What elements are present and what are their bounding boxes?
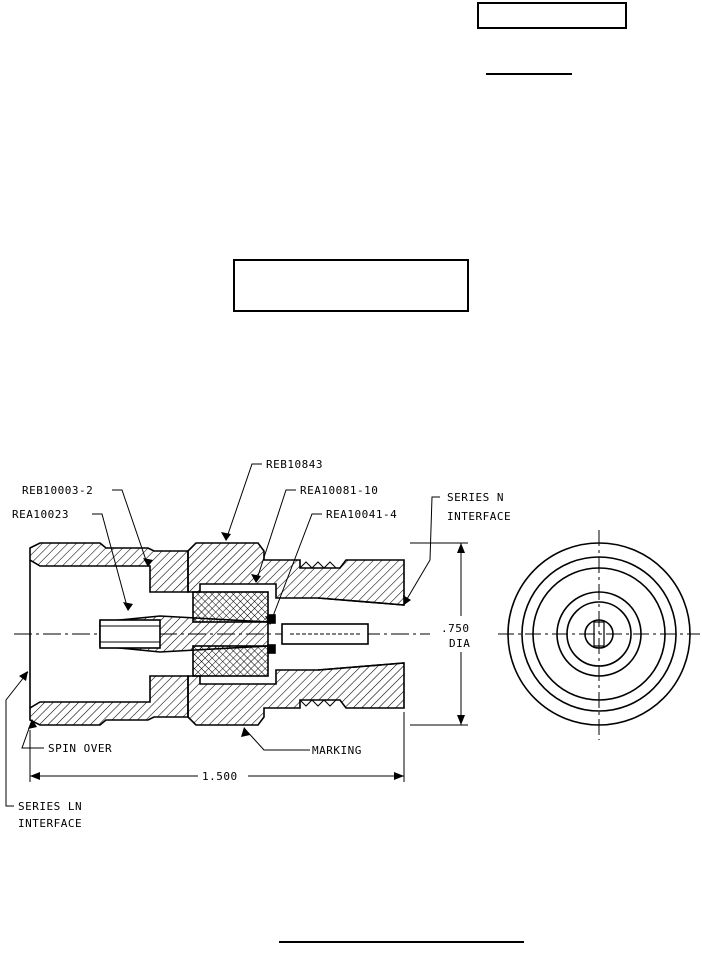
label-rea10041-4: REA10041-4 [326, 508, 397, 521]
upper-sleeve [29, 542, 189, 593]
pin [281, 623, 369, 645]
solder-cup [99, 619, 161, 649]
leader-lines [5, 463, 440, 807]
label-reb10843: REB10843 [266, 458, 323, 471]
label-spin-over: SPIN OVER [48, 742, 112, 755]
section-view [29, 542, 405, 726]
label-dia-value: .750 [441, 622, 470, 635]
header-rule [486, 73, 572, 75]
label-reb10003-2: REB10003-2 [22, 484, 93, 497]
label-rea10081-10: REA10081-10 [300, 484, 378, 497]
upper-insulator [192, 591, 269, 623]
lower-insulator [192, 645, 269, 677]
label-series-ln-1: SERIES LN [18, 800, 82, 813]
label-series-n-1: SERIES N [447, 491, 504, 504]
label-length: 1.500 [202, 770, 238, 783]
header-block [477, 2, 627, 29]
label-marking: MARKING [312, 744, 362, 757]
dimensions [29, 542, 468, 782]
footer-rule [279, 941, 524, 943]
label-series-n-2: INTERFACE [447, 510, 511, 523]
lower-sleeve [29, 675, 189, 726]
label-rea10023: REA10023 [12, 508, 69, 521]
lower-body [187, 662, 405, 726]
upper-body [187, 542, 405, 606]
gasket-lower [267, 644, 276, 654]
title-block [233, 259, 469, 312]
label-dia-unit: DIA [449, 637, 470, 650]
label-series-ln-2: INTERFACE [18, 817, 82, 830]
